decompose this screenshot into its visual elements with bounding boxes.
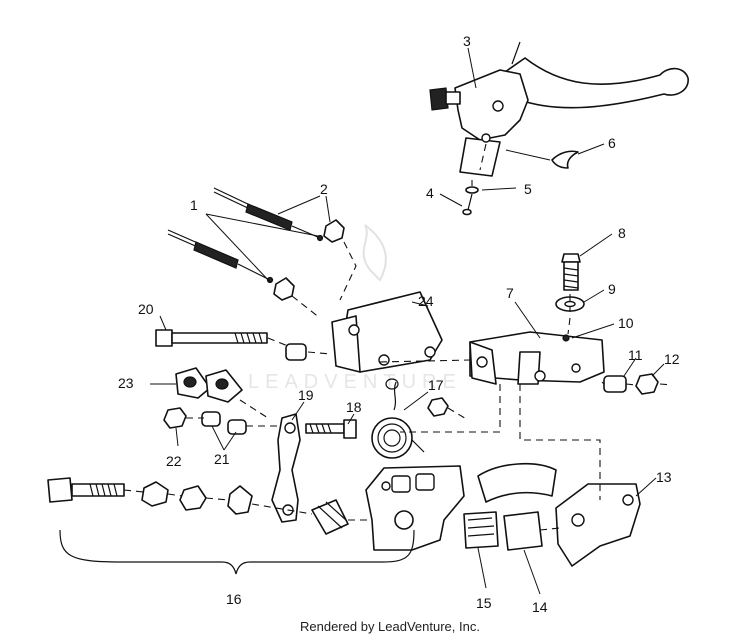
caliper-housing (365, 465, 465, 551)
brake-pad-part-14 (503, 511, 543, 551)
callout-15: 15 (476, 595, 492, 611)
callout-1: 1 (190, 197, 198, 213)
callout-14: 14 (532, 599, 548, 615)
callout-13: 13 (656, 469, 672, 485)
callout-21: 21 (214, 451, 230, 467)
callout-6: 6 (608, 135, 616, 151)
callout-23: 23 (118, 375, 134, 391)
cable-upper (213, 187, 345, 243)
callout-2: 2 (320, 181, 328, 197)
callout-24: 24 (418, 293, 434, 309)
spacer-bushing (285, 343, 307, 361)
watermark-text: LEADVENTURE (248, 371, 462, 393)
brake-pad-part-15 (463, 511, 499, 549)
bolt-part-8 (561, 253, 581, 291)
cable-clamps-part-23 (175, 367, 269, 419)
brace-part-16 (59, 529, 415, 575)
assembly-lines (123, 143, 673, 531)
callout-17: 17 (428, 377, 444, 393)
leader-lines (150, 47, 665, 595)
callout-16: 16 (226, 591, 242, 607)
long-bolt-part-20 (155, 329, 289, 347)
callout-labels: 3 6 4 5 2 1 8 9 7 24 20 10 11 12 23 17 1… (118, 33, 680, 615)
ring-part-5 (465, 186, 479, 194)
brake-lever-assembly (429, 41, 689, 177)
bolt-part-18 (305, 419, 357, 439)
bracket-part-13 (555, 483, 641, 567)
callout-11: 11 (628, 347, 643, 363)
callout-10: 10 (618, 315, 634, 331)
nut-part-22 (163, 407, 187, 429)
callout-5: 5 (524, 181, 532, 197)
caliper-bracket-part-24 (331, 291, 443, 373)
callout-20: 20 (138, 301, 154, 317)
callout-18: 18 (346, 399, 362, 415)
callout-3: 3 (463, 33, 471, 49)
nut-part-12 (635, 373, 659, 395)
watermark-logo: LEADVENTURE (248, 224, 462, 393)
nut-small (427, 397, 449, 417)
spring-part-17 (371, 378, 425, 459)
callout-22: 22 (166, 453, 182, 469)
lever-link-part-19 (271, 413, 301, 523)
adjuster-bolt-part-16 (47, 477, 349, 535)
render-credit: Rendered by LeadVenture, Inc. (300, 619, 480, 634)
callout-9: 9 (608, 281, 616, 297)
pad-backing-plate (477, 462, 557, 503)
callout-4: 4 (426, 185, 434, 201)
callout-12: 12 (664, 351, 680, 367)
clip-part-6 (551, 150, 579, 169)
callout-19: 19 (298, 387, 314, 403)
spacer-part-11 (603, 375, 627, 393)
callout-7: 7 (506, 285, 514, 301)
bushings-part-21 (201, 411, 247, 435)
cable-lower (167, 229, 295, 301)
pin-part-4 (462, 193, 473, 216)
callout-8: 8 (618, 225, 626, 241)
mounting-bracket-part-7 (469, 331, 605, 385)
